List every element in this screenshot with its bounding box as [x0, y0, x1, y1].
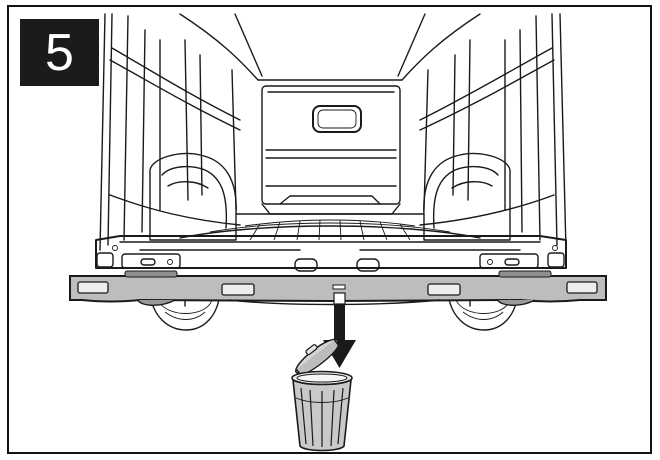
van-interior	[95, 13, 567, 272]
step-number: 5	[45, 23, 74, 82]
step-number-badge: 5	[20, 19, 99, 86]
trash-bin-icon	[291, 338, 353, 452]
rear-bumper	[69, 270, 607, 306]
